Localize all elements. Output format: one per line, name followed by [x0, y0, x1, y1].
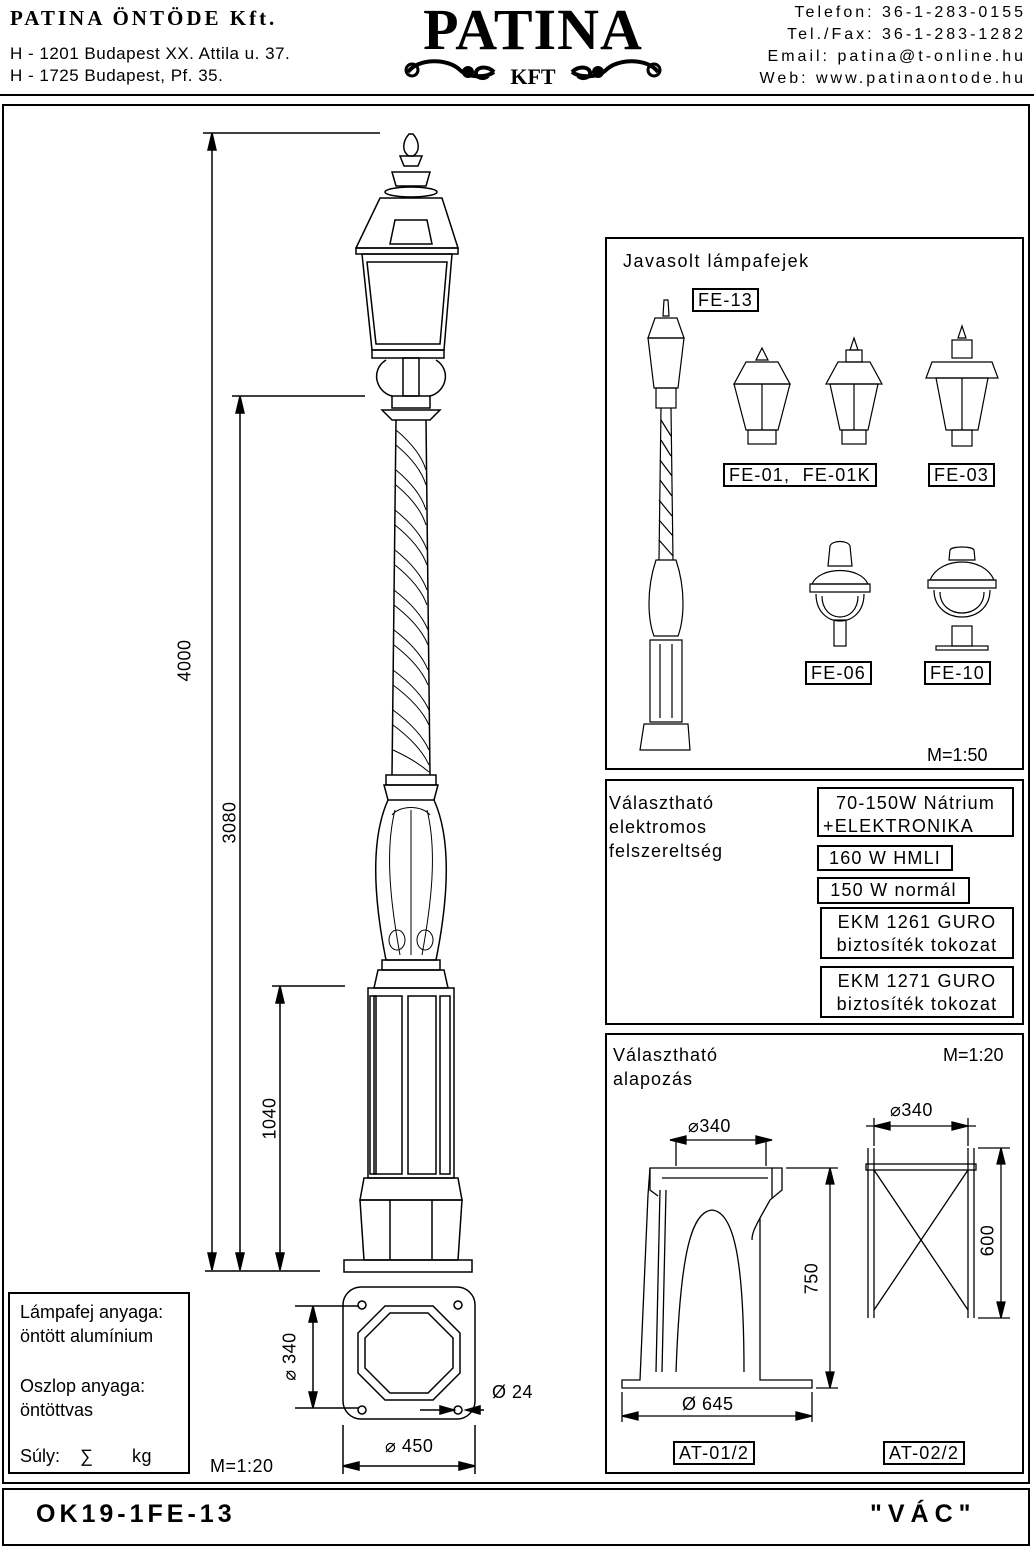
electrical-option-ekm1271: EKM 1271 GURO biztosíték tokozat [820, 966, 1014, 1018]
address-line-2: H - 1725 Budapest, Pf. 35. [10, 66, 224, 85]
electrical-box: Választható elektromos felszereltség [605, 779, 1024, 1025]
logo: PATINA KFT [398, 0, 668, 94]
product-code: OK19-1FE-13 [36, 1500, 236, 1528]
product-name: "VÁC" [870, 1500, 977, 1528]
foundation-b-height: 600 [977, 1224, 998, 1257]
header-frame [0, 0, 1034, 96]
foundation-box: Választható alapozás M=1:20 [605, 1033, 1024, 1474]
web: Web: www.patinaontode.hu [759, 70, 1026, 87]
electrical-title-1: Választható [609, 793, 715, 813]
logo-subtitle: KFT [510, 64, 556, 89]
foundation-a-top: ⌀340 [688, 1116, 731, 1136]
electrical-option-sodium-line2: +ELEKTRONIKA [823, 816, 974, 836]
address-line-1: H - 1201 Budapest XX. Attila u. 37. [10, 44, 291, 63]
lamp-heads-box: Javasolt lámpafejek M=1:50 [605, 237, 1024, 770]
weight-label: Súly: [20, 1446, 61, 1466]
foundation-title-1: Választható [613, 1045, 719, 1065]
main-scale: M=1:20 [210, 1456, 274, 1476]
foundation-a-label: AT-01/2 [673, 1441, 756, 1465]
foundation-title-2: alapozás [613, 1069, 694, 1089]
foundation-b-top: ⌀340 [890, 1100, 933, 1120]
electrical-option-normal: 150 W normál [817, 877, 970, 904]
electrical-option-ekm1261-line1: EKM 1261 GURO [837, 912, 997, 932]
lamp-heads-drawing [639, 299, 999, 751]
materials-box: Lámpafej anyaga: öntött alumínium Oszlop… [8, 1292, 190, 1474]
electrical-option-hmli: 160 W HMLI [817, 845, 953, 871]
electrical-option-ekm1271-line2: biztosíték tokozat [836, 994, 998, 1014]
foundation-a-top-value: 340 [699, 1116, 731, 1136]
lamp-label-fe03: FE-03 [928, 463, 996, 487]
head-material-value: öntött alumínium [20, 1326, 154, 1346]
weight-symbol: ∑ [80, 1446, 94, 1466]
company-name: PATINA ÖNTÖDE Kft. [10, 6, 278, 30]
dim-base-hole: Ø 24 [492, 1382, 534, 1402]
lamp-label-fe06: FE-06 [805, 661, 873, 685]
lamp-label-fe13: FE-13 [692, 288, 760, 312]
foundation-scale: M=1:20 [943, 1045, 1004, 1065]
foundation-a-height: 750 [801, 1262, 822, 1295]
electrical-option-ekm1271-line1: EKM 1271 GURO [837, 971, 997, 991]
lamp-label-fe01: FE-01, FE-01K [723, 463, 877, 487]
electrical-title-2: elektromos [609, 817, 708, 837]
foundation-b-label: AT-02/2 [883, 1441, 966, 1465]
drawing-frame [2, 104, 1030, 1484]
dim-base-width-value: 450 [401, 1436, 434, 1456]
email: Email: patina@t-online.hu [767, 48, 1026, 65]
head-material-label: Lámpafej anyaga: [20, 1302, 164, 1322]
foundation-a-bottom: Ø 645 [682, 1394, 734, 1414]
phone: Telefon: 36-1-283-0155 [794, 4, 1026, 21]
weight-unit: kg [132, 1446, 153, 1466]
electrical-option-sodium-line1: 70-150W Nátrium [835, 793, 996, 813]
pole-material-value: öntöttvas [20, 1400, 94, 1420]
footer-bar: OK19-1FE-13 "VÁC" [2, 1488, 1030, 1546]
electrical-option-ekm1261-line2: biztosíték tokozat [836, 935, 998, 955]
lamp-label-fe10: FE-10 [924, 661, 992, 685]
lamp-heads-scale: M=1:50 [927, 745, 988, 765]
logo-title: PATINA [423, 0, 643, 62]
electrical-title-3: felszereltség [609, 841, 724, 861]
fax: Tel./Fax: 36-1-283-1282 [787, 26, 1026, 43]
dim-base-width: ⌀ 450 [385, 1436, 434, 1456]
electrical-option-ekm1261: EKM 1261 GURO biztosíték tokozat [820, 907, 1014, 959]
logo-scroll-ornament [404, 59, 662, 81]
pole-material-label: Oszlop anyaga: [20, 1376, 146, 1396]
lamp-heads-title: Javasolt lámpafejek [623, 251, 810, 271]
electrical-option-sodium: 70-150W Nátrium +ELEKTRONIKA [817, 787, 1014, 837]
foundation-b-top-value: 340 [901, 1100, 933, 1120]
foundation-drawing [621, 1118, 1010, 1422]
main-pole-drawing [203, 132, 484, 1474]
